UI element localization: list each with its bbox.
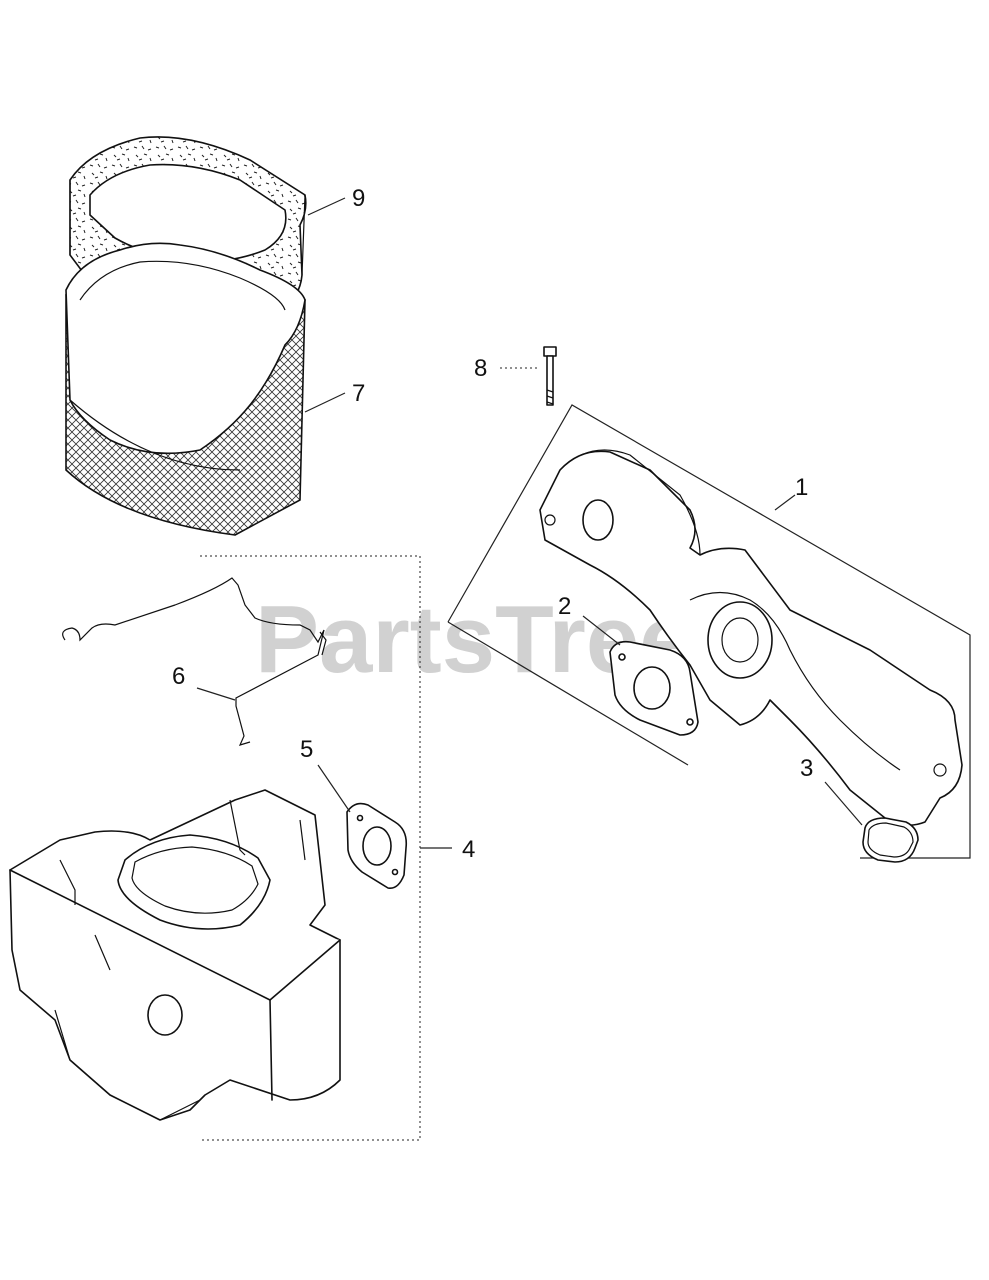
callout-3: 3	[800, 755, 813, 782]
assembly-1-frame	[447, 404, 971, 859]
part-1-intake-manifold[interactable]	[539, 449, 963, 826]
part-5-gasket[interactable]	[346, 802, 408, 890]
callout-7: 7	[352, 380, 365, 407]
callout-4: 4	[462, 836, 475, 863]
callout-2: 2	[558, 593, 571, 620]
callout-9: 9	[352, 185, 365, 212]
part-2-manifold-gasket[interactable]	[609, 640, 699, 736]
leader-6	[196, 687, 236, 701]
callout-8: 8	[474, 355, 487, 382]
leader-5	[317, 764, 351, 813]
part-4-air-cleaner-base[interactable]	[9, 789, 341, 1121]
callout-5: 5	[300, 736, 313, 763]
part-3-o-ring[interactable]	[862, 817, 919, 863]
callout-6: 6	[172, 663, 185, 690]
leader-1	[774, 494, 796, 511]
part-8-bolt[interactable]	[543, 346, 557, 406]
callout-1: 1	[795, 474, 808, 501]
part-6-retaining-clip[interactable]	[62, 577, 327, 746]
leader-2	[582, 615, 621, 646]
assembly-1-frame-lower	[447, 621, 689, 766]
leader-3	[824, 781, 863, 826]
leader-9	[307, 197, 346, 216]
leader-7	[304, 392, 346, 413]
part-7-air-filter[interactable]	[65, 242, 306, 536]
